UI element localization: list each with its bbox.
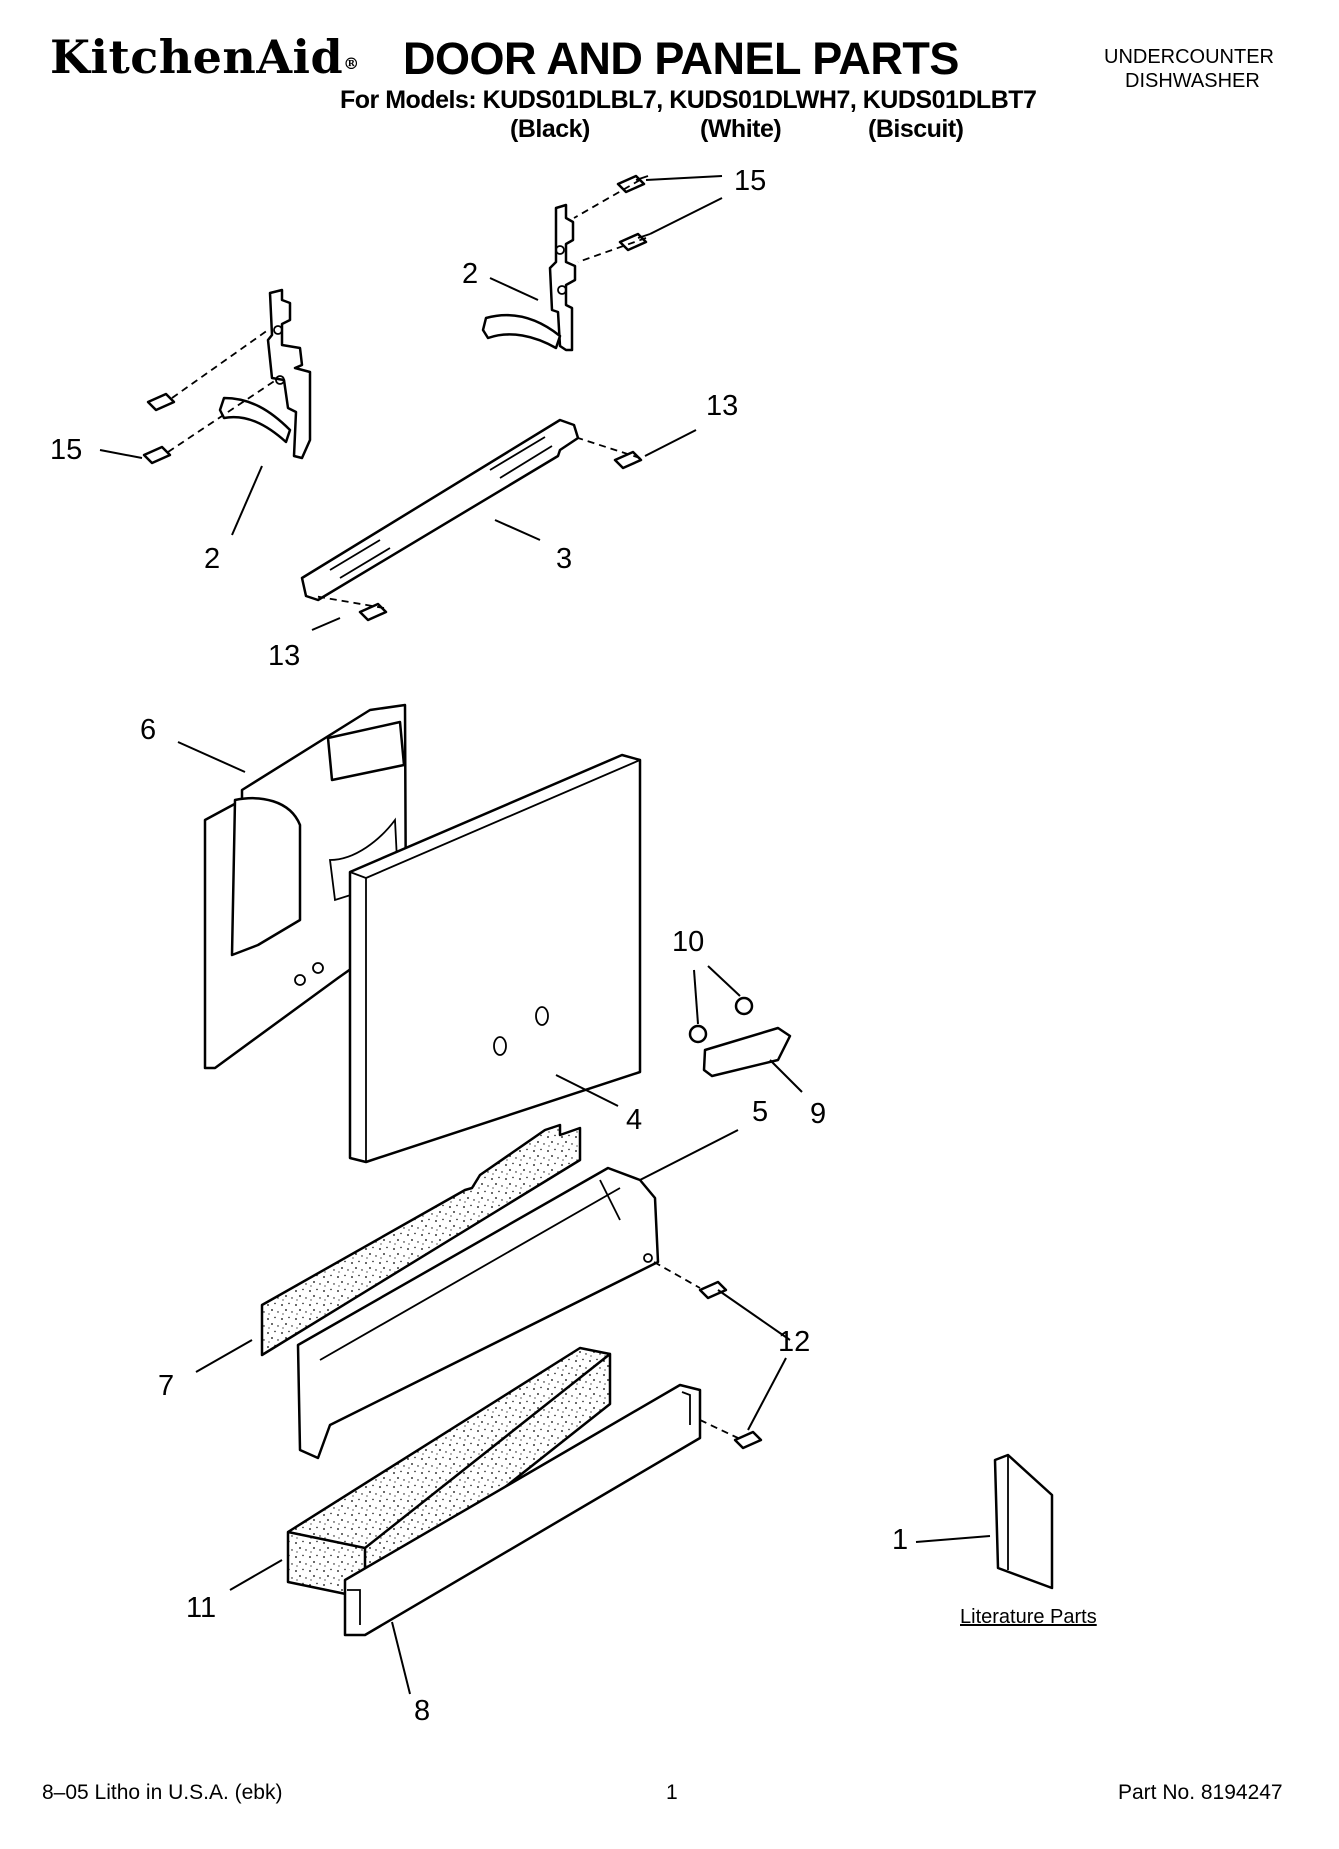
brand-name: KitchenAid <box>50 30 344 84</box>
category-line-2: DISHWASHER <box>1125 70 1260 92</box>
screw-15-d <box>142 445 172 465</box>
category-line-1: UNDERCOUNTER <box>1104 46 1274 68</box>
literature-parts-label: Literature Parts <box>960 1606 1097 1628</box>
callout-11: 11 <box>186 1592 217 1624</box>
outer-door-panel <box>348 753 642 1164</box>
hinge-bracket-left <box>218 288 312 460</box>
callout-9: 9 <box>810 1098 827 1130</box>
callout-15-left: 15 <box>50 434 83 466</box>
callout-2-upper: 2 <box>462 258 479 290</box>
hinge-bracket-right <box>481 203 577 352</box>
screw-12-a <box>698 1280 728 1300</box>
callout-7: 7 <box>158 1370 175 1402</box>
screw-15-b <box>618 232 651 252</box>
nut-10-b <box>688 1024 708 1044</box>
foam-strip-upper <box>260 1123 582 1357</box>
footer-page-number: 1 <box>666 1781 678 1804</box>
door-handle <box>702 1026 792 1078</box>
footer-litho: 8–05 Litho in U.S.A. (ebk) <box>42 1781 283 1804</box>
callout-15-upper: 15 <box>734 165 767 197</box>
kick-plate <box>343 1383 702 1637</box>
callout-10: 10 <box>672 926 705 958</box>
nut-10-a <box>734 996 754 1016</box>
page-title: DOOR AND PANEL PARTS <box>403 33 959 84</box>
callout-2-lower: 2 <box>204 543 221 575</box>
callout-3: 3 <box>556 543 573 575</box>
variant-white: (White) <box>700 115 782 143</box>
variant-biscuit: (Biscuit) <box>868 115 964 143</box>
callout-12: 12 <box>778 1326 811 1358</box>
screw-15-a <box>616 174 649 194</box>
brand-logo: KitchenAid® <box>50 34 360 80</box>
inner-door-panel <box>203 703 408 1070</box>
mounting-rail <box>300 418 580 602</box>
screw-15-c <box>146 392 176 412</box>
footer-part-number: Part No. 8194247 <box>1118 1781 1283 1804</box>
callout-8: 8 <box>414 1695 431 1727</box>
variant-black: (Black) <box>510 115 590 143</box>
leader-lines <box>99 175 991 1695</box>
callout-4: 4 <box>626 1104 643 1136</box>
brand-registered-mark: ® <box>343 54 360 73</box>
literature-booklet <box>993 1453 1054 1590</box>
models-line: For Models: KUDS01DLBL7, KUDS01DLWH7, KU… <box>340 86 1037 114</box>
toe-panel-bracket <box>296 1166 660 1460</box>
callout-13-upper: 13 <box>706 390 739 422</box>
screw-12-b <box>733 1430 763 1450</box>
callout-5: 5 <box>752 1096 769 1128</box>
callout-1: 1 <box>892 1524 909 1556</box>
callout-6: 6 <box>140 714 157 746</box>
screw-13-b <box>358 602 388 622</box>
callout-13-lower: 13 <box>268 640 301 672</box>
